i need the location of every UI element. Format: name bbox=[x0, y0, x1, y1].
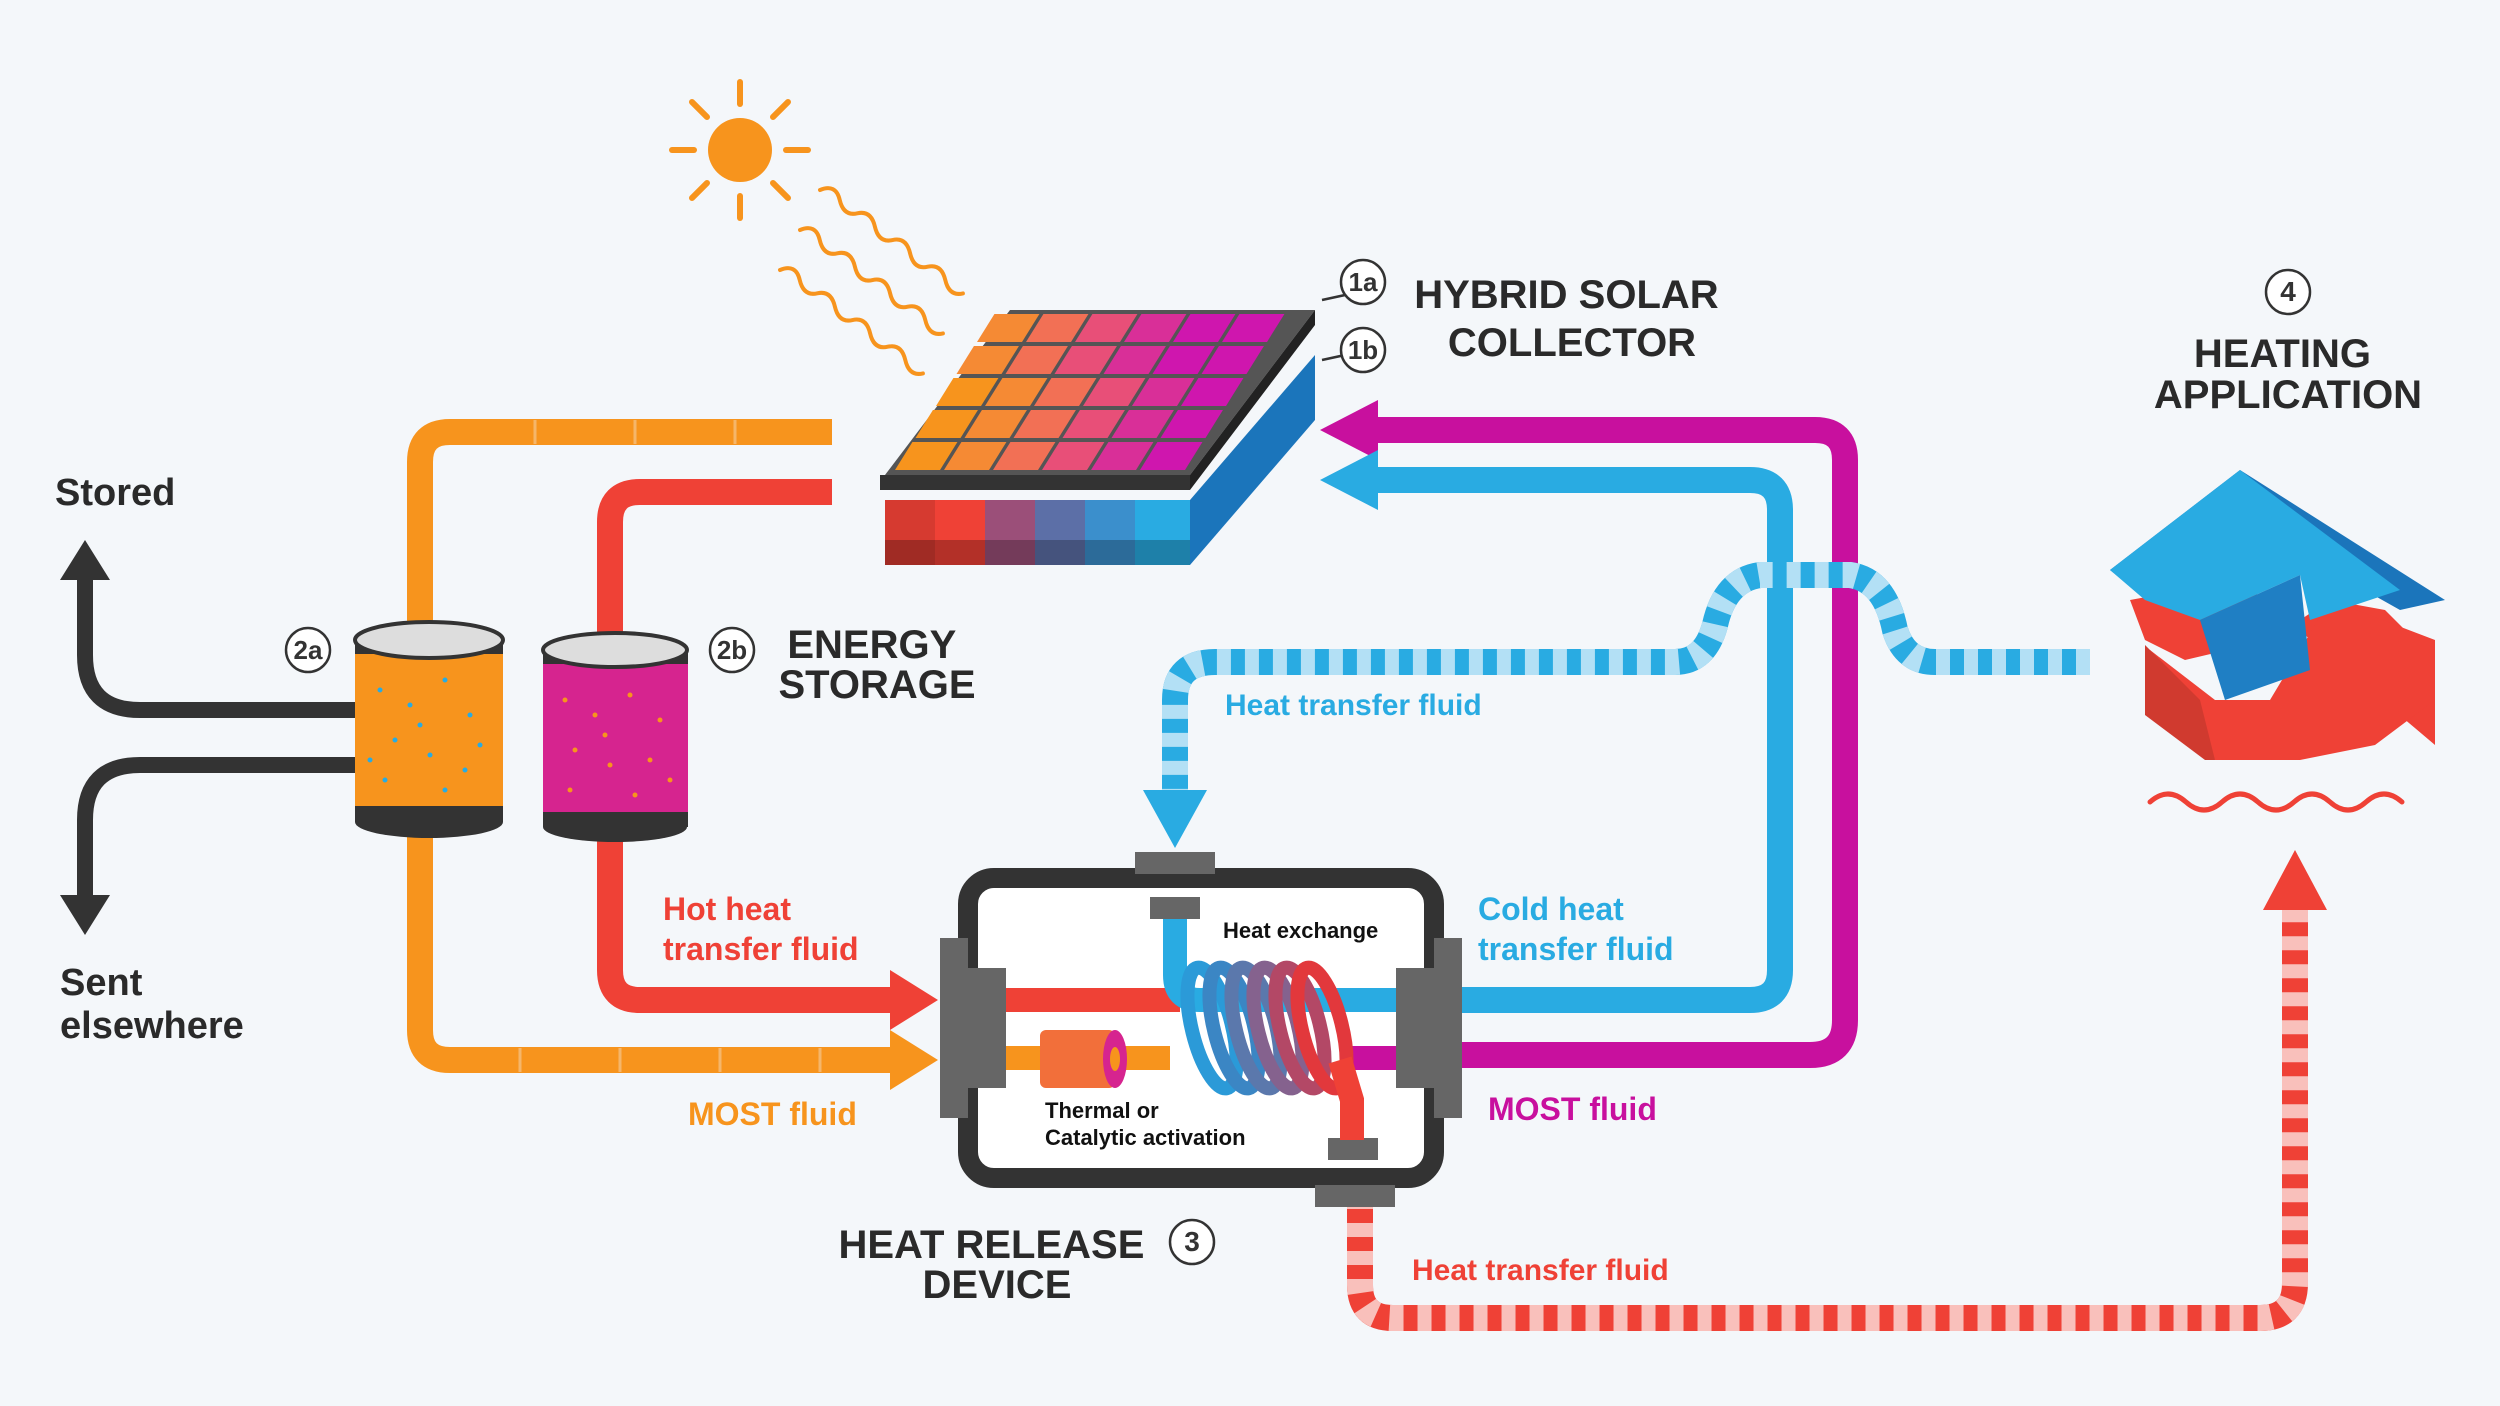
stored-arrow-head bbox=[60, 540, 110, 580]
thermal-activation-label: Thermal or Catalytic activation bbox=[1045, 1098, 1246, 1150]
coil-loop bbox=[1268, 960, 1332, 1096]
most-fluid-pipe bbox=[407, 419, 895, 1073]
cold-fluid-arrow bbox=[1320, 450, 1378, 510]
cold-heat-transfer-fluid-label: Cold heat transfer fluid bbox=[1478, 891, 1674, 967]
solar-cell bbox=[1140, 442, 1203, 470]
sent-elsewhere-arrow bbox=[77, 757, 360, 900]
heat-transfer-fluid-return-pipe bbox=[1162, 562, 2090, 790]
most-fluid-pipe-segments bbox=[518, 420, 822, 1072]
sun-icon bbox=[669, 79, 811, 221]
solar-cell bbox=[1111, 410, 1174, 438]
solar-cell bbox=[895, 442, 958, 470]
hybrid-solar-collector-title: HYBRID SOLAR COLLECTOR bbox=[1414, 273, 1730, 365]
marker-4: 4 bbox=[2264, 268, 2312, 316]
heat-release-device-title: HEAT RELEASE DEVICE bbox=[838, 1223, 1155, 1307]
solar-cell bbox=[1083, 378, 1146, 406]
storage-tank-2a bbox=[353, 620, 505, 838]
sent-elsewhere-label: Sent elsewhere bbox=[60, 962, 244, 1047]
solar-cell bbox=[1091, 442, 1154, 470]
most-fluid-arrow bbox=[890, 1030, 938, 1090]
house-icon bbox=[2110, 470, 2445, 760]
solar-cell bbox=[1103, 346, 1166, 374]
stored-label: Stored bbox=[55, 472, 175, 514]
svg-text:3: 3 bbox=[1184, 1226, 1200, 1257]
marker-2b: 2b bbox=[708, 626, 756, 674]
svg-text:2a: 2a bbox=[294, 635, 323, 665]
solar-cell bbox=[1026, 314, 1089, 342]
solar-cell bbox=[964, 410, 1027, 438]
svg-text:1a: 1a bbox=[1349, 267, 1378, 297]
hot-fluid-pipe bbox=[597, 479, 895, 1013]
hot-fluid-arrow bbox=[890, 970, 938, 1030]
solar-cell bbox=[1013, 410, 1076, 438]
solar-cell bbox=[1075, 314, 1138, 342]
solar-cell bbox=[1062, 410, 1125, 438]
solar-cell bbox=[985, 378, 1048, 406]
cold-fluid-pipe bbox=[1372, 467, 1793, 1013]
solar-cell bbox=[915, 410, 978, 438]
heat-transfer-fluid-out-arrow bbox=[2263, 850, 2327, 910]
solar-cell bbox=[944, 442, 1007, 470]
solar-cell bbox=[1054, 346, 1117, 374]
most-fluid-return-pipe bbox=[1372, 417, 1858, 1068]
hybrid-solar-collector bbox=[880, 310, 1315, 565]
marker-1b: 1b bbox=[1339, 326, 1387, 374]
solar-cell bbox=[1005, 346, 1068, 374]
marker-2a: 2a bbox=[284, 626, 332, 674]
heat-waves-icon bbox=[778, 186, 965, 376]
heat-transfer-fluid-bottom-label: Heat transfer fluid bbox=[1412, 1254, 1669, 1287]
heat-transfer-fluid-out-pipe bbox=[1347, 905, 2308, 1331]
marker-1a: 1a bbox=[1339, 258, 1387, 306]
svg-text:2b: 2b bbox=[717, 635, 747, 665]
solar-cell bbox=[1124, 314, 1187, 342]
solar-cell bbox=[936, 378, 999, 406]
solar-cell bbox=[1152, 346, 1215, 374]
heat-exchange-label: Heat exchange bbox=[1223, 918, 1378, 943]
solar-cell bbox=[993, 442, 1056, 470]
solar-cell bbox=[977, 314, 1040, 342]
solar-cell bbox=[1042, 442, 1105, 470]
sent-elsewhere-arrow-head bbox=[60, 895, 110, 935]
solar-cell bbox=[1034, 378, 1097, 406]
solar-cell bbox=[1201, 346, 1264, 374]
solar-cell bbox=[1181, 378, 1244, 406]
solar-cell bbox=[1132, 378, 1195, 406]
svg-text:4: 4 bbox=[2280, 276, 2296, 307]
most-fluid-out-label: MOST fluid bbox=[1488, 1091, 1657, 1127]
heat-release-device bbox=[940, 852, 1462, 1207]
solar-cell bbox=[1173, 314, 1236, 342]
solar-cell bbox=[1222, 314, 1285, 342]
heat-transfer-fluid-top-label: Heat transfer fluid bbox=[1225, 689, 1482, 722]
svg-text:1b: 1b bbox=[1348, 335, 1378, 365]
heat-transfer-fluid-return-arrow bbox=[1143, 790, 1207, 848]
most-fluid-return-arrow bbox=[1320, 400, 1378, 460]
solar-cells bbox=[895, 314, 1285, 470]
marker-3: 3 bbox=[1168, 1218, 1216, 1266]
energy-storage-title: ENERGY STORAGE bbox=[778, 623, 975, 707]
storage-tank-2b bbox=[541, 631, 689, 842]
hot-heat-transfer-fluid-label: Hot heat transfer fluid bbox=[663, 891, 859, 967]
solar-cell bbox=[956, 346, 1019, 374]
most-fluid-in-label: MOST fluid bbox=[688, 1096, 857, 1132]
solar-cell bbox=[1160, 410, 1223, 438]
heat-wave-icon bbox=[2147, 791, 2405, 813]
heating-application-title: HEATING APPLICATION bbox=[2154, 332, 2422, 417]
stored-arrow bbox=[77, 575, 360, 718]
